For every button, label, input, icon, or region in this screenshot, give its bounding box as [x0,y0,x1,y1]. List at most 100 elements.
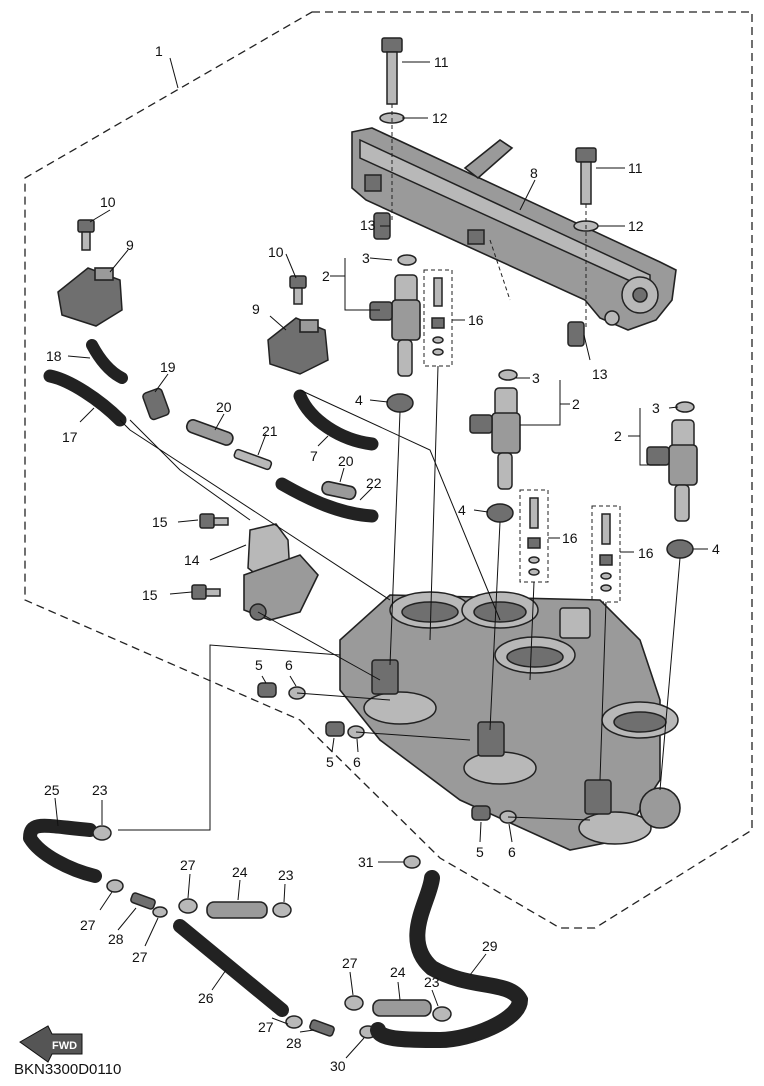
callout-5: 5 [326,754,334,770]
callout-9: 9 [126,237,134,253]
screw-kit-2[interactable] [519,489,549,583]
fwd-arrow-icon: FWD [19,1025,83,1063]
callout-1: 1 [155,43,163,59]
sensor-bolt-top[interactable] [199,513,229,529]
callout-25: 25 [44,782,60,798]
callout-13: 13 [360,217,376,233]
assembly-boundary [24,11,753,929]
callout-12: 12 [628,218,644,234]
callout-10: 10 [100,194,116,210]
diagram-code: BKN3300D0110 [14,1061,121,1078]
callout-19: 19 [160,359,176,375]
callout-23: 23 [424,974,440,990]
screw-kit-1[interactable] [423,269,453,367]
bolt-10-left[interactable] [77,219,95,251]
clamp-27-a[interactable] [106,879,124,893]
clamp-23-c[interactable] [432,1006,452,1022]
callout-10: 10 [268,244,284,260]
injector-2[interactable] [469,387,521,490]
callout-22: 22 [366,475,382,491]
clamp-27-d[interactable] [285,1015,303,1029]
callout-4: 4 [458,502,466,518]
hose-20-lower[interactable] [321,480,357,501]
sensor-bolt-bottom[interactable] [191,584,221,600]
callout-28: 28 [286,1035,302,1051]
clamp-27-c[interactable] [152,906,168,918]
callout-29: 29 [482,938,498,954]
injector-1[interactable] [369,274,421,377]
callout-11: 11 [628,160,643,176]
sensor-center[interactable] [267,317,329,375]
callout-20: 20 [338,453,354,469]
callout-5: 5 [476,844,484,860]
bolt-10-center[interactable] [289,275,307,305]
grommet-2[interactable] [486,503,514,523]
callout-2: 2 [614,428,622,444]
injector-seal-1[interactable] [397,254,417,266]
hose-24-a[interactable] [206,901,268,919]
fuel-rail[interactable] [351,127,677,331]
callout-16: 16 [638,545,654,561]
callout-26: 26 [198,990,214,1006]
callout-16: 16 [562,530,578,546]
grommet-1[interactable] [386,393,414,413]
callout-2: 2 [322,268,330,284]
callout-6: 6 [508,844,516,860]
clamp-31[interactable] [403,855,421,869]
collar-right[interactable] [567,321,585,347]
callout-3: 3 [362,250,370,266]
pressure-sensor[interactable] [243,523,319,621]
callout-5: 5 [255,657,263,673]
callout-31: 31 [358,854,374,870]
fwd-label: FWD [52,1040,77,1052]
callout-23: 23 [278,867,294,883]
callout-12: 12 [432,110,448,126]
joint-19[interactable] [142,387,170,421]
callout-7: 7 [310,448,318,464]
callout-13: 13 [592,366,608,382]
screw-kit-3[interactable] [591,505,621,603]
injector-seal-3[interactable] [675,401,695,413]
callout-4: 4 [355,392,363,408]
injector-seal-2[interactable] [498,369,518,381]
clamp-23-b[interactable] [272,902,292,918]
callout-14: 14 [184,552,200,568]
callout-27: 27 [258,1019,274,1035]
joint-28-b[interactable] [309,1019,335,1037]
joint-28-a[interactable] [130,892,156,910]
cap-5-a[interactable] [257,682,277,698]
clamp-27-e[interactable] [344,995,364,1011]
grommet-3[interactable] [666,539,694,559]
callout-15: 15 [142,587,158,603]
callout-27: 27 [342,955,358,971]
callout-23: 23 [92,782,108,798]
sensor-left[interactable] [57,267,123,327]
clamp-23-a[interactable] [92,825,112,841]
injector-3[interactable] [646,419,698,522]
hose-20-upper[interactable] [185,418,235,447]
callout-27: 27 [80,917,96,933]
rail-bolt-left[interactable] [381,37,403,105]
cap-5-c[interactable] [471,805,491,821]
callout-6: 6 [353,754,361,770]
callout-18: 18 [46,348,62,364]
callout-6: 6 [285,657,293,673]
hose-24-b[interactable] [372,999,432,1017]
callout-15: 15 [152,514,168,530]
clamp-27-b[interactable] [178,898,198,914]
rail-bolt-right[interactable] [575,147,597,205]
callout-30: 30 [330,1058,346,1074]
joint-21[interactable] [233,448,273,471]
cap-5-b[interactable] [325,721,345,737]
callout-27: 27 [132,949,148,965]
callout-3: 3 [652,400,660,416]
callout-24: 24 [232,864,248,880]
callout-2: 2 [572,396,580,412]
callout-20: 20 [216,399,232,415]
callout-3: 3 [532,370,540,386]
callout-27: 27 [180,857,196,873]
callout-16: 16 [468,312,484,328]
callout-17: 17 [62,429,78,445]
throttle-body[interactable] [339,591,681,851]
